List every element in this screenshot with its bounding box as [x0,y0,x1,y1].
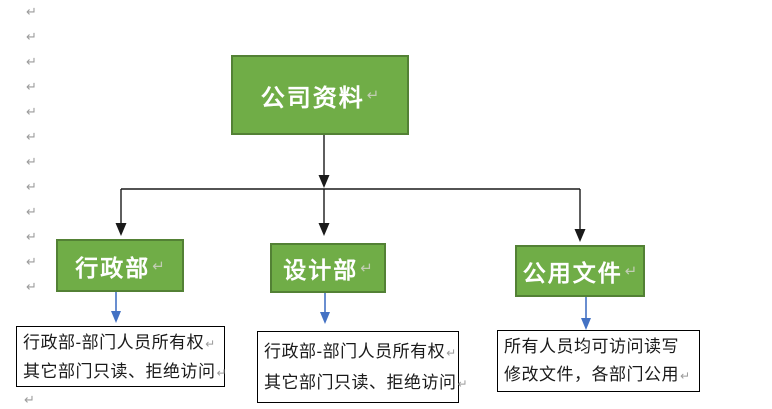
note-line: 所有人员均可访问读写 [504,337,679,356]
paragraph-mark-icon: ↵ [26,155,37,170]
paragraph-mark-icon: ↵ [26,30,37,45]
paragraph-mark-icon: ↵ [26,55,37,70]
paragraph-mark-icon: ↵ [26,205,37,220]
return-mark-icon: ↵ [446,346,457,360]
connector-dept-0-to-note [111,292,121,323]
paragraph-mark-icon: ↵ [26,180,37,195]
note-line: 行政部-部门人员所有权↵ [23,333,216,352]
connector-branch-to-dept-0 [115,189,127,236]
shape-label: 公用文件 [522,260,623,286]
connector-dept-1-to-note [320,293,330,324]
shape-design-dept[interactable]: 设计部↵ [270,243,386,293]
paragraph-mark-icon: ↵ [24,393,35,408]
note-design-permissions[interactable]: 行政部-部门人员所有权↵ 其它部门只读、拒绝访问↵ [257,331,468,403]
shape-label: 设计部 [283,257,359,283]
connector-root-to-branch [318,134,330,188]
shape-admin-dept[interactable]: 行政部↵ [56,239,184,292]
return-mark-icon: ↵ [360,259,373,277]
shape-label: 行政部 [75,254,151,281]
connector-branch-to-dept-1 [318,189,330,236]
paragraph-mark-icon: ↵ [26,5,37,20]
connector-dept-2-to-note [581,297,591,330]
connector-branch-to-dept-2 [574,189,586,242]
paragraph-mark-icon: ↵ [26,80,37,95]
return-mark-icon: ↵ [680,369,691,383]
shape-public-files[interactable]: 公用文件↵ [515,245,645,297]
paragraph-mark-icon: ↵ [26,105,37,120]
paragraph-mark-icon: ↵ [26,130,37,145]
shape-label: 公司资料 [260,84,365,112]
paragraph-mark-icon: ↵ [26,280,37,295]
return-mark-icon: ↵ [366,86,380,104]
return-mark-icon: ↵ [457,377,468,391]
return-mark-icon: ↵ [152,256,165,275]
note-line: 其它部门只读、拒绝访问↵ [264,373,468,392]
note-public-permissions[interactable]: 所有人员均可访问读写 修改文件，各部门公用↵ [497,330,700,392]
note-line: 行政部-部门人员所有权↵ [264,342,457,361]
note-admin-permissions[interactable]: 行政部-部门人员所有权↵ 其它部门只读、拒绝访问↵ [16,326,227,387]
return-mark-icon: ↵ [205,337,216,351]
paragraph-mark-icon: ↵ [26,230,37,245]
note-line: 其它部门只读、拒绝访问↵ [23,362,227,381]
note-line: 修改文件，各部门公用↵ [504,365,691,384]
return-mark-icon: ↵ [624,262,638,280]
return-mark-icon: ↵ [216,366,227,380]
paragraph-mark-icon: ↵ [26,255,37,270]
shape-company-data[interactable]: 公司资料↵ [231,55,409,135]
